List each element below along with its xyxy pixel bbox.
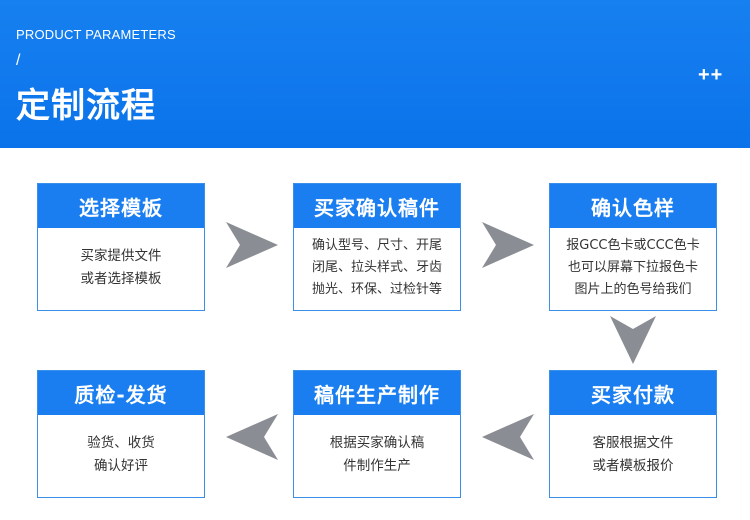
step-buyer-payment: 买家付款 客服根据文件 或者模板报价 [549,370,717,498]
step-line: 或者选择模板 [80,271,162,287]
step-select-template: 选择模板 买家提供文件 或者选择模板 [37,183,205,311]
step-line: 抛光、环保、过检针等 [311,282,442,297]
step-line: 或者模板报价 [592,458,674,474]
step-title: 买家确认稿件 [294,184,460,228]
step-line: 确认好评 [94,458,148,474]
step-line: 闭尾、拉头样式、牙齿 [311,260,442,275]
step-title: 确认色样 [550,184,716,228]
step-line: 客服根据文件 [592,435,674,451]
step-body: 报GCC色卡或CCC色卡 也可以屏幕下拉报色卡 图片上的色号给我们 [550,228,716,308]
step-body: 确认型号、尺寸、开尾 闭尾、拉头样式、牙齿 抛光、环保、过检针等 [294,228,460,308]
step-line: 验货、收货 [87,435,155,451]
arrow-left-icon [226,414,278,460]
step-line: 买家提供文件 [80,248,162,264]
step-line: 报GCC色卡或CCC色卡 [566,238,700,253]
arrow-right-icon [482,222,534,268]
step-title: 选择模板 [38,184,204,228]
step-title: 稿件生产制作 [294,371,460,415]
plus-decoration: ++ [698,64,724,86]
step-inspection-shipping: 质检-发货 验货、收货 确认好评 [37,370,205,498]
step-line: 件制作生产 [343,458,411,474]
header-subtitle: PRODUCT PARAMETERS [16,27,176,42]
step-confirm-color: 确认色样 报GCC色卡或CCC色卡 也可以屏幕下拉报色卡 图片上的色号给我们 [549,183,717,311]
step-body: 验货、收货 确认好评 [38,415,204,495]
header-banner: PRODUCT PARAMETERS / 定制流程 ++ [0,0,750,148]
page-title: 定制流程 [16,86,156,126]
step-production: 稿件生产制作 根据买家确认稿 件制作生产 [293,370,461,498]
step-title: 买家付款 [550,371,716,415]
step-body: 根据买家确认稿 件制作生产 [294,415,460,495]
arrow-left-icon [482,414,534,460]
step-body: 客服根据文件 或者模板报价 [550,415,716,495]
step-line: 根据买家确认稿 [329,435,425,451]
arrow-down-icon [610,316,656,364]
step-title: 质检-发货 [38,371,204,415]
arrow-right-icon [226,222,278,268]
step-line: 图片上的色号给我们 [574,282,692,297]
step-line: 确认型号、尺寸、开尾 [311,238,442,253]
step-line: 也可以屏幕下拉报色卡 [567,260,698,275]
header-slash: / [16,52,21,69]
step-buyer-confirm-draft: 买家确认稿件 确认型号、尺寸、开尾 闭尾、拉头样式、牙齿 抛光、环保、过检针等 [293,183,461,311]
step-body: 买家提供文件 或者选择模板 [38,228,204,308]
